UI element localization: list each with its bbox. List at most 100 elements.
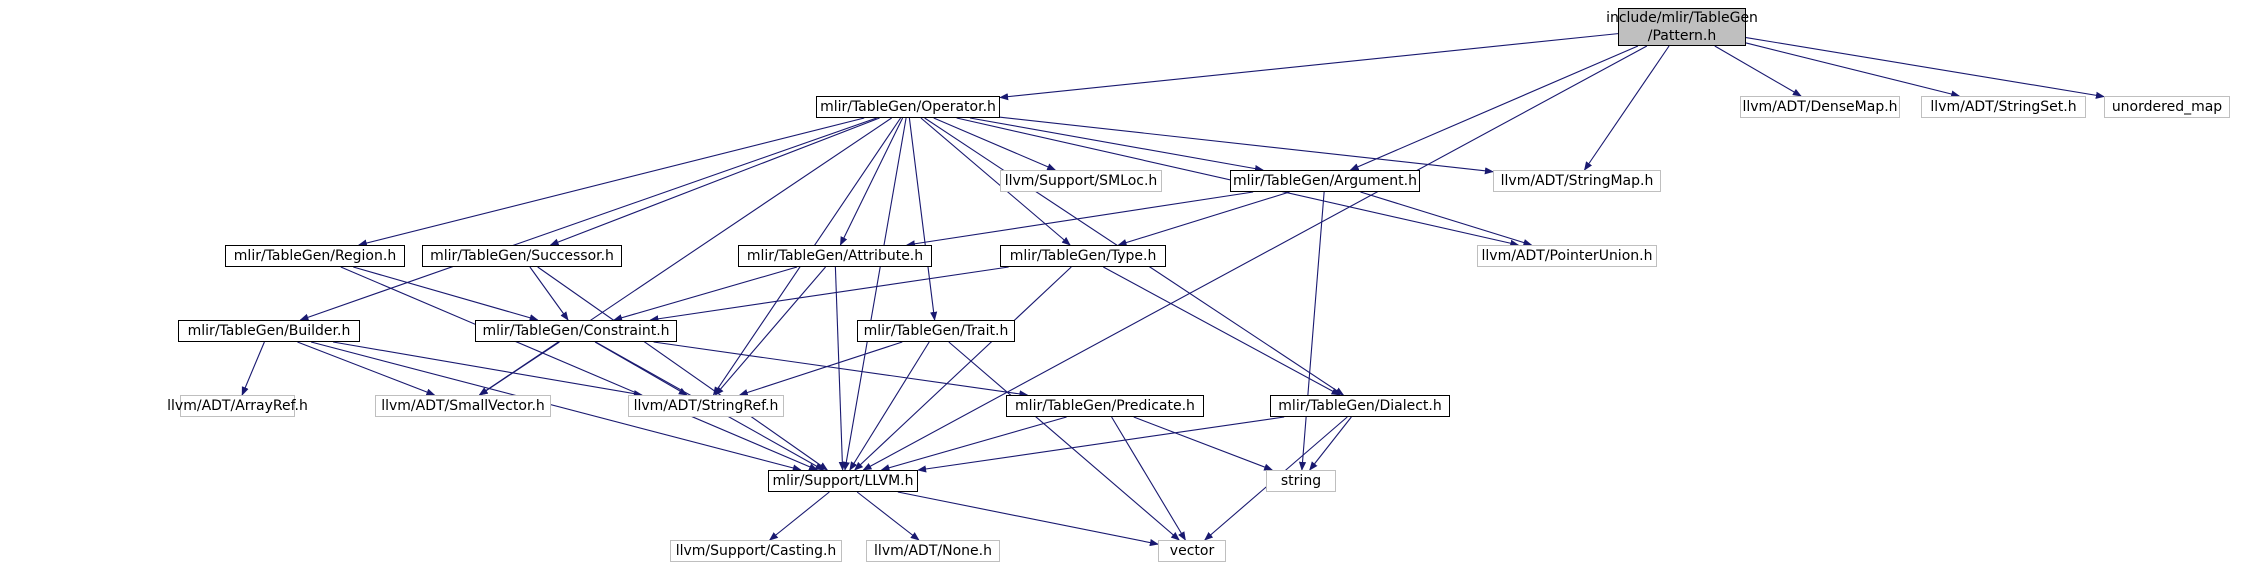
node-label: llvm/Support/Casting.h xyxy=(675,543,837,559)
node-stringref-h[interactable]: llvm/ADT/StringRef.h xyxy=(628,395,784,417)
edge-predicate-to-vector xyxy=(1111,416,1186,541)
node-none-h[interactable]: llvm/ADT/None.h xyxy=(866,540,1000,562)
edge-type-to-constraint xyxy=(649,266,1009,323)
edge-operator-to-smallvector xyxy=(478,117,892,396)
edge-region-to-constraint xyxy=(353,266,539,322)
node-label: mlir/TableGen/Predicate.h xyxy=(1015,398,1195,414)
node-label: mlir/TableGen/Dialect.h xyxy=(1278,398,1442,414)
edge-trait-to-vector xyxy=(948,341,1180,541)
edge-operator-to-successor xyxy=(549,117,880,246)
node-argument-h[interactable]: mlir/TableGen/Argument.h xyxy=(1230,170,1420,192)
node-label: llvm/ADT/StringRef.h xyxy=(633,398,779,414)
node-llvm-h[interactable]: mlir/Support/LLVM.h xyxy=(768,470,918,492)
edge-builder-to-smallvector xyxy=(297,341,436,396)
node-label: mlir/TableGen/Attribute.h xyxy=(746,248,924,264)
edge-attribute-to-stringref xyxy=(714,266,826,396)
node-unordered-map[interactable]: unordered_map xyxy=(2104,96,2230,118)
node-label: llvm/ADT/StringSet.h xyxy=(1930,99,2077,115)
node-label: llvm/ADT/ArrayRef.h xyxy=(167,398,308,414)
node-type-h[interactable]: mlir/TableGen/Type.h xyxy=(1000,245,1166,267)
edge-pattern-to-stringmap xyxy=(1583,45,1670,171)
edge-predicate-to-llvm xyxy=(880,416,1067,472)
node-smloc-h[interactable]: llvm/Support/SMLoc.h xyxy=(1000,170,1162,192)
node-label: llvm/ADT/PointerUnion.h xyxy=(1481,248,1653,264)
edge-successor-to-llvm xyxy=(537,266,829,471)
node-stringmap-h[interactable]: llvm/ADT/StringMap.h xyxy=(1493,170,1661,192)
edge-type-to-dialect xyxy=(1103,266,1341,396)
edge-llvm-to-casting xyxy=(768,491,830,541)
edge-operator-to-stringmap xyxy=(999,116,1494,175)
node-label: mlir/TableGen/Region.h xyxy=(233,248,397,264)
edge-pattern-to-llvm xyxy=(862,45,1648,471)
edge-argument-to-pointerunion xyxy=(1360,191,1533,247)
edge-pattern-to-stringset xyxy=(1745,42,1961,98)
node-casting-h[interactable]: llvm/Support/Casting.h xyxy=(670,540,842,562)
edge-operator-to-smloc xyxy=(933,117,1057,171)
node-label: mlir/Support/LLVM.h xyxy=(772,473,914,489)
edge-operator-to-llvm xyxy=(842,117,907,471)
node-arrayref-h[interactable]: llvm/ADT/ArrayRef.h xyxy=(167,395,308,417)
edge-constraint-to-smallvector xyxy=(478,341,560,396)
edge-dialect-to-string xyxy=(1309,416,1352,471)
edge-argument-to-attribute xyxy=(905,191,1254,248)
node-label: vector xyxy=(1169,543,1215,559)
edge-predicate-to-string xyxy=(1133,416,1274,471)
node-label: string xyxy=(1280,473,1322,489)
edge-trait-to-llvm xyxy=(849,341,930,471)
node-label: mlir/TableGen/Successor.h xyxy=(430,248,614,264)
edge-operator-to-builder xyxy=(299,117,877,321)
node-operator-h[interactable]: mlir/TableGen/Operator.h xyxy=(816,96,1000,118)
edge-builder-to-llvm xyxy=(310,341,802,472)
node-label: include/mlir/TableGen /Pattern.h xyxy=(1606,10,1758,44)
edge-llvm-to-vector xyxy=(897,491,1159,547)
edge-builder-to-stringref xyxy=(333,341,643,398)
edge-pattern-to-unordered_map xyxy=(1745,37,2105,99)
node-predicate-h[interactable]: mlir/TableGen/Predicate.h xyxy=(1006,395,1204,417)
edge-pattern-to-densemap xyxy=(1714,45,1802,97)
node-trait-h[interactable]: mlir/TableGen/Trait.h xyxy=(857,320,1015,342)
edge-operator-to-trait xyxy=(908,117,938,321)
edge-trait-to-stringref xyxy=(738,341,903,396)
edge-operator-to-region xyxy=(357,117,865,247)
node-label: mlir/TableGen/Builder.h xyxy=(187,323,351,339)
edge-constraint-to-predicate xyxy=(653,341,1029,398)
node-pattern-h[interactable]: include/mlir/TableGen /Pattern.h xyxy=(1606,8,1758,46)
edge-argument-to-type xyxy=(1117,191,1290,247)
node-label: mlir/TableGen/Trait.h xyxy=(863,323,1009,339)
node-stringset-h[interactable]: llvm/ADT/StringSet.h xyxy=(1921,96,2086,118)
node-vector[interactable]: vector xyxy=(1158,540,1226,562)
edge-region-to-llvm xyxy=(340,266,819,471)
edge-successor-to-constraint xyxy=(529,266,569,321)
node-label: llvm/ADT/None.h xyxy=(874,543,992,559)
node-region-h[interactable]: mlir/TableGen/Region.h xyxy=(225,245,405,267)
node-constraint-h[interactable]: mlir/TableGen/Constraint.h xyxy=(475,320,677,342)
edge-operator-to-attribute xyxy=(839,117,904,246)
node-label: llvm/Support/SMLoc.h xyxy=(1004,173,1158,189)
node-pointerunion-h[interactable]: llvm/ADT/PointerUnion.h xyxy=(1477,245,1657,267)
edge-pattern-to-argument xyxy=(1349,45,1639,171)
node-densemap-h[interactable]: llvm/ADT/DenseMap.h xyxy=(1740,96,1900,118)
node-label: mlir/TableGen/Type.h xyxy=(1009,248,1157,264)
edge-llvm-to-none xyxy=(856,491,920,541)
node-label: mlir/TableGen/Argument.h xyxy=(1233,173,1417,189)
edge-builder-to-arrayref xyxy=(241,341,265,396)
node-label: mlir/TableGen/Operator.h xyxy=(820,99,996,115)
node-label: mlir/TableGen/Constraint.h xyxy=(482,323,670,339)
node-successor-h[interactable]: mlir/TableGen/Successor.h xyxy=(422,245,622,267)
node-label: llvm/ADT/DenseMap.h xyxy=(1742,99,1898,115)
edge-attribute-to-constraint xyxy=(613,266,798,322)
node-dialect-h[interactable]: mlir/TableGen/Dialect.h xyxy=(1270,395,1450,417)
node-string[interactable]: string xyxy=(1266,470,1336,492)
edge-type-to-llvm xyxy=(854,266,1072,471)
node-builder-h[interactable]: mlir/TableGen/Builder.h xyxy=(178,320,360,342)
node-label: llvm/ADT/SmallVector.h xyxy=(381,398,545,414)
node-smallvector-h[interactable]: llvm/ADT/SmallVector.h xyxy=(375,395,551,417)
edge-operator-to-argument xyxy=(969,117,1264,173)
node-label: unordered_map xyxy=(2111,99,2223,115)
edge-argument-to-string xyxy=(1298,191,1325,471)
node-attribute-h[interactable]: mlir/TableGen/Attribute.h xyxy=(738,245,932,267)
edge-pattern-to-operator xyxy=(999,33,1619,101)
edge-dialect-to-llvm xyxy=(917,416,1285,473)
